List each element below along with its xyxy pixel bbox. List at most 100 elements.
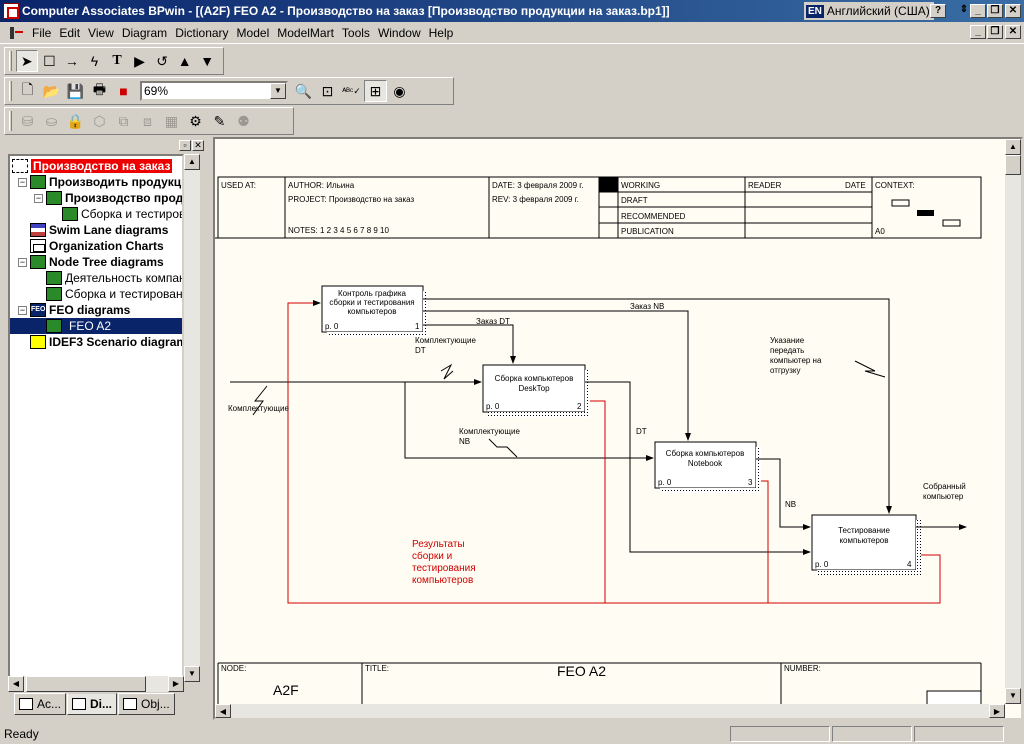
scroll-down-icon[interactable]: ▼ — [184, 666, 200, 682]
go-up-icon[interactable]: ▲ — [177, 53, 192, 69]
bpwin-app-icon[interactable] — [3, 3, 19, 19]
collapse-icon[interactable]: − — [34, 193, 43, 203]
zoom-fit-icon[interactable]: ⊡ — [321, 82, 334, 99]
scroll-left-icon[interactable]: ◀ — [215, 704, 231, 718]
spell-check-icon[interactable]: ᴬᴮᶜ✓ — [342, 85, 361, 96]
menu-modelmart[interactable]: ModelMart — [277, 25, 334, 40]
scroll-up-icon[interactable]: ▲ — [1005, 139, 1021, 155]
document-icon[interactable] — [8, 25, 26, 41]
svg-text:компьютер на: компьютер на — [770, 356, 822, 365]
open-icon[interactable]: 📂 — [42, 82, 61, 99]
zoom-in-icon[interactable]: 🔍 — [294, 82, 313, 99]
tree-horizontal-scrollbar[interactable]: ◀ ▶ — [8, 676, 184, 692]
tab-diagrams[interactable]: Di... — [67, 693, 118, 715]
activity-diagram-icon — [30, 175, 46, 189]
disconnect-icon[interactable]: ⛀ — [45, 112, 58, 129]
explorer-close-button[interactable]: ✕ — [192, 140, 204, 151]
canvas-vertical-scrollbar[interactable]: ▲ ▼ — [1005, 139, 1021, 704]
menu-tools[interactable]: Tools — [341, 25, 370, 40]
menu-edit[interactable]: Edit — [59, 25, 81, 40]
connect-icon[interactable]: ⛁ — [21, 112, 34, 129]
tree-item-feo-a2[interactable]: FEO A2 — [10, 318, 182, 334]
users-icon[interactable]: ⚉ — [237, 112, 250, 129]
scroll-up-icon[interactable]: ▲ — [184, 154, 200, 170]
merge-icon[interactable]: ⧉ — [118, 112, 129, 129]
lock-icon[interactable]: 🔒 — [66, 112, 85, 129]
zoom-select[interactable]: 69% ▼ — [140, 81, 288, 101]
doc-restore-button[interactable]: ❐ — [987, 25, 1003, 39]
svg-text:отгрузку: отгрузку — [770, 366, 800, 375]
diagram-icon — [46, 191, 62, 205]
library-icon[interactable]: ⚙ — [189, 112, 202, 129]
menu-window[interactable]: Window — [377, 25, 421, 40]
activity-box-1: Контроль графика сборки и тестирования к… — [321, 285, 428, 337]
pointer-tool-icon[interactable]: ➤ — [15, 50, 38, 72]
menu-dictionary[interactable]: Dictionary — [175, 25, 229, 40]
scroll-thumb[interactable] — [1005, 155, 1021, 175]
go-down-icon[interactable]: ▼ — [200, 53, 215, 69]
collapse-icon[interactable]: − — [18, 305, 27, 315]
help-icon[interactable]: ? — [930, 4, 946, 18]
tree-item-node-tree-2[interactable]: Сборка и тестирование компьютеров — [46, 286, 182, 302]
scroll-left-icon[interactable]: ◀ — [8, 676, 24, 692]
menu-help[interactable]: Help — [428, 25, 454, 40]
svg-text:4: 4 — [907, 560, 912, 569]
idef0-frame-header: USED AT: AUTHOR: Ильина PROJECT: Произво… — [215, 176, 982, 239]
tree-item-node-tree[interactable]: Node Tree diagrams — [30, 254, 164, 270]
squiggle-tool-icon[interactable]: ϟ — [90, 53, 99, 69]
print-icon[interactable]: 🖶 — [92, 81, 107, 97]
diagram-canvas[interactable]: USED AT: AUTHOR: Ильина PROJECT: Произво… — [213, 137, 1023, 720]
menu-model[interactable]: Model — [236, 25, 270, 40]
svg-text:Заказ DT: Заказ DT — [476, 317, 510, 326]
tree-item-feo[interactable]: FEO FEO diagrams — [30, 303, 131, 317]
menu-file[interactable]: File — [32, 25, 52, 40]
scroll-down-icon[interactable]: ▼ — [1005, 688, 1021, 704]
canvas-horizontal-scrollbar[interactable]: ◀ ▶ — [215, 704, 1005, 718]
color-icon[interactable]: ■ — [119, 83, 128, 99]
save-icon[interactable]: 💾 — [66, 82, 85, 99]
tree-item-a0-diagram[interactable]: Сборка и тестирование компьютеров — [62, 206, 182, 222]
new-icon[interactable]: 🗋 — [21, 81, 34, 97]
tree-vertical-scrollbar[interactable]: ▲ ▼ — [184, 154, 200, 682]
status-text: Ready — [4, 727, 39, 741]
tree-item-root[interactable]: Производство на заказ — [12, 158, 173, 174]
tree-item-node-tree-1[interactable]: Деятельность компании — [46, 270, 182, 286]
language-indicator[interactable]: EN Английский (США) — [804, 2, 934, 20]
box-tool-icon[interactable]: ☐ — [43, 52, 56, 69]
doc-minimize-button[interactable]: _ — [970, 25, 986, 39]
collapse-icon[interactable]: − — [18, 257, 27, 267]
go-to-parent-icon[interactable]: ↺ — [156, 52, 168, 69]
scroll-thumb[interactable] — [26, 676, 146, 692]
minimize-button[interactable]: _ — [970, 4, 986, 18]
scroll-right-icon[interactable]: ▶ — [168, 676, 184, 692]
close-button[interactable]: ✕ — [1005, 4, 1021, 18]
restore-button[interactable]: ❐ — [987, 4, 1003, 18]
tree-item-org-charts[interactable]: Organization Charts — [30, 238, 164, 254]
language-menu-icon[interactable]: ⇕ — [959, 4, 969, 15]
menu-view[interactable]: View — [88, 25, 114, 40]
tree-item-activity-diagrams[interactable]: Производить продукцию на заказ — [30, 174, 182, 190]
feo-icon: FEO — [30, 303, 46, 317]
tree-item-context-diagram[interactable]: Производство продукции на заказ — [46, 190, 182, 206]
doc-close-button[interactable]: ✕ — [1005, 25, 1021, 39]
modelmart-icon[interactable]: ◉ — [393, 82, 406, 99]
text-tool-icon[interactable]: T — [112, 53, 122, 68]
svg-text:компьютеров: компьютеров — [347, 307, 396, 316]
menu-diagram[interactable]: Diagram — [121, 25, 168, 40]
go-to-sibling-icon[interactable]: ▶ — [134, 52, 145, 69]
tree-item-swim-lane[interactable]: Swim Lane diagrams — [30, 222, 168, 238]
tab-activities[interactable]: Ac... — [14, 693, 67, 715]
model-icon — [12, 159, 28, 173]
scroll-right-icon[interactable]: ▶ — [989, 704, 1005, 718]
tree-item-idef3[interactable]: IDEF3 Scenario diagrams — [30, 334, 182, 350]
security-icon[interactable]: ✎ — [213, 112, 226, 129]
explorer-restore-button[interactable]: ▫ — [179, 140, 191, 151]
collapse-icon[interactable]: − — [18, 177, 27, 187]
model-icon[interactable]: ⬡ — [93, 112, 106, 129]
arrow-tool-icon[interactable]: → — [64, 53, 79, 69]
compare-icon[interactable]: ⧈ — [143, 112, 152, 129]
grid-icon[interactable]: ▦ — [164, 112, 179, 129]
tab-objects[interactable]: Obj... — [118, 693, 175, 715]
chevron-down-icon[interactable]: ▼ — [270, 83, 286, 99]
model-explorer-icon[interactable]: ⊞ — [364, 80, 387, 102]
